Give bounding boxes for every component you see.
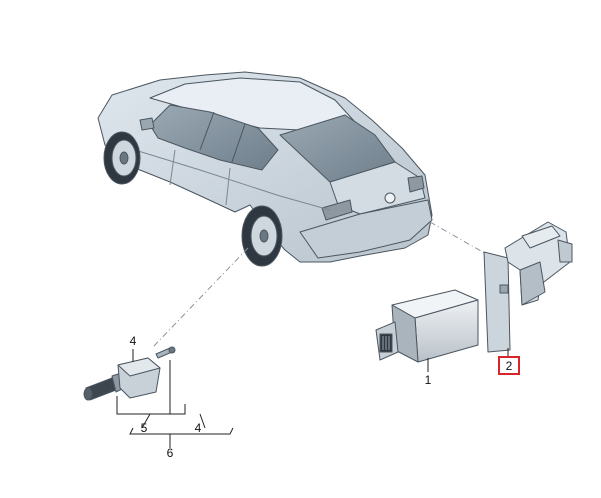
callout-6: 6 (167, 446, 174, 460)
leader-lines (151, 221, 489, 349)
callout-4-top: 4 (130, 334, 137, 348)
car-illustration (97, 71, 433, 267)
car-logo (384, 192, 396, 204)
car-rear-bumper (299, 199, 433, 259)
car-rear-wheel (241, 205, 283, 267)
car-mirror (139, 117, 155, 131)
callout-1: 1 (425, 373, 432, 387)
car-tail-light-right (407, 175, 425, 193)
car-rear-window (279, 114, 396, 183)
callout-4-bottom: 4 (195, 421, 202, 435)
callout-2[interactable]: 2 (506, 359, 513, 373)
callout-2-highlight[interactable] (498, 356, 520, 375)
group-bracket-lines (116, 360, 234, 448)
mounting-bracket-part (483, 221, 573, 353)
car-side-windows (149, 104, 279, 171)
car-front-wheel (103, 131, 141, 185)
tire-pressure-sensor-part (83, 346, 176, 401)
callout-5: 5 (141, 421, 148, 435)
control-module-part (375, 289, 479, 363)
car-tail-light-left (321, 199, 353, 221)
